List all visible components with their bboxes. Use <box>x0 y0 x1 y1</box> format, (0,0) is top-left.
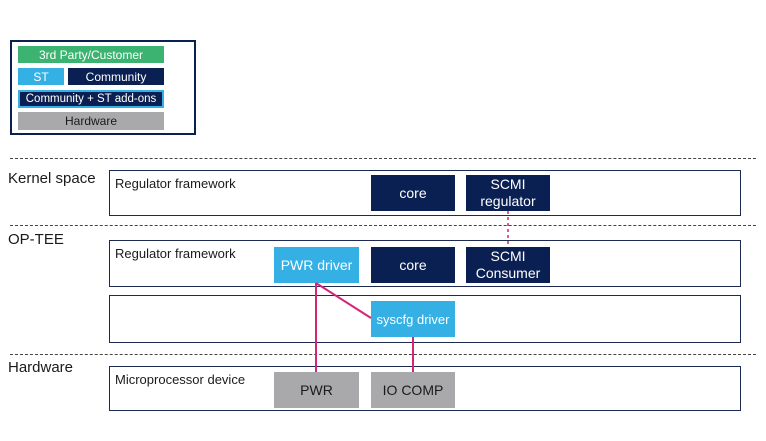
legend-st-label: ST <box>33 69 49 84</box>
region-label-kernel: Kernel space <box>8 170 96 187</box>
legend-community-st-addon-label: Community + ST add-ons <box>25 93 157 105</box>
syscfg-driver-block: syscfg driver <box>371 301 455 337</box>
separator-kernel-optee <box>10 225 756 226</box>
legend-hardware-label: Hardware <box>64 114 118 128</box>
legend: 3rd Party/Customer ST Community Communit… <box>10 40 196 135</box>
io-comp-block: IO COMP <box>371 372 455 408</box>
optee-frame-label: Regulator framework <box>115 246 236 261</box>
scmi-consumer-block: SCMI Consumer <box>466 247 550 283</box>
legend-hardware: Hardware <box>18 112 164 130</box>
scmi-regulator-block: SCMI regulator <box>466 175 550 211</box>
kernel-frame-label: Regulator framework <box>115 176 236 191</box>
legend-st: ST <box>18 68 64 85</box>
link-pwr-driver-to-syscfg <box>315 282 372 319</box>
region-label-hardware: Hardware <box>8 359 74 376</box>
legend-community-label: Community <box>85 69 147 84</box>
legend-community: Community <box>68 68 164 85</box>
legend-third-party-label: 3rd Party/Customer <box>38 47 144 62</box>
optee-core-block: core <box>371 247 455 283</box>
separator-top <box>10 158 756 159</box>
legend-community-st-addon: Community + ST add-ons <box>18 90 164 108</box>
kernel-core-block: core <box>371 175 455 211</box>
legend-third-party: 3rd Party/Customer <box>18 46 164 63</box>
separator-optee-hardware <box>10 354 756 355</box>
pwr-driver-block: PWR driver <box>274 247 359 283</box>
region-label-optee: OP-TEE <box>8 231 64 248</box>
hardware-frame-label: Microprocessor device <box>115 372 246 387</box>
pwr-block: PWR <box>274 372 359 408</box>
